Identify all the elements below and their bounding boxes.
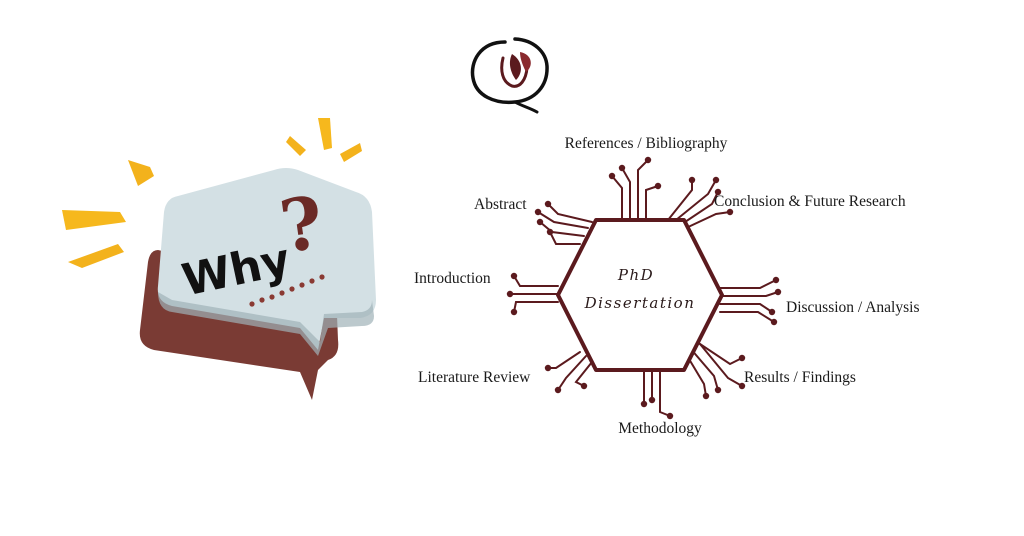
spark-left-top: [128, 160, 154, 186]
spark-top-c: [340, 143, 362, 162]
spark-top-a: [286, 136, 306, 156]
center-title-line1: PhD: [617, 266, 654, 284]
label-results: Results / Findings: [744, 369, 856, 386]
circuit-traces: [509, 159, 779, 417]
bubble-front: [157, 168, 376, 350]
spark-top-b: [318, 118, 332, 150]
label-abstract: Abstract: [474, 196, 527, 213]
center-title-line2: Dissertation: [584, 294, 696, 312]
spark-left-low: [68, 244, 124, 268]
label-methodology: Methodology: [618, 420, 702, 437]
label-introduction: Introduction: [414, 270, 491, 287]
bubble-dots: [249, 274, 325, 307]
label-conclusion: Conclusion & Future Research: [714, 193, 906, 210]
circuit-nodes: [506, 156, 782, 420]
center-hexagon: [556, 218, 724, 372]
dissertation-diagram: PhD Dissertation References / Bibliograp…: [414, 135, 919, 437]
label-references: References / Bibliography: [565, 135, 728, 152]
why-bubble-illustration: Why ?: [62, 118, 376, 400]
label-discussion: Discussion / Analysis: [786, 299, 919, 316]
spark-left-mid: [62, 210, 126, 230]
label-literature: Literature Review: [418, 369, 531, 386]
logo-u-leaf-icon: [470, 37, 549, 114]
